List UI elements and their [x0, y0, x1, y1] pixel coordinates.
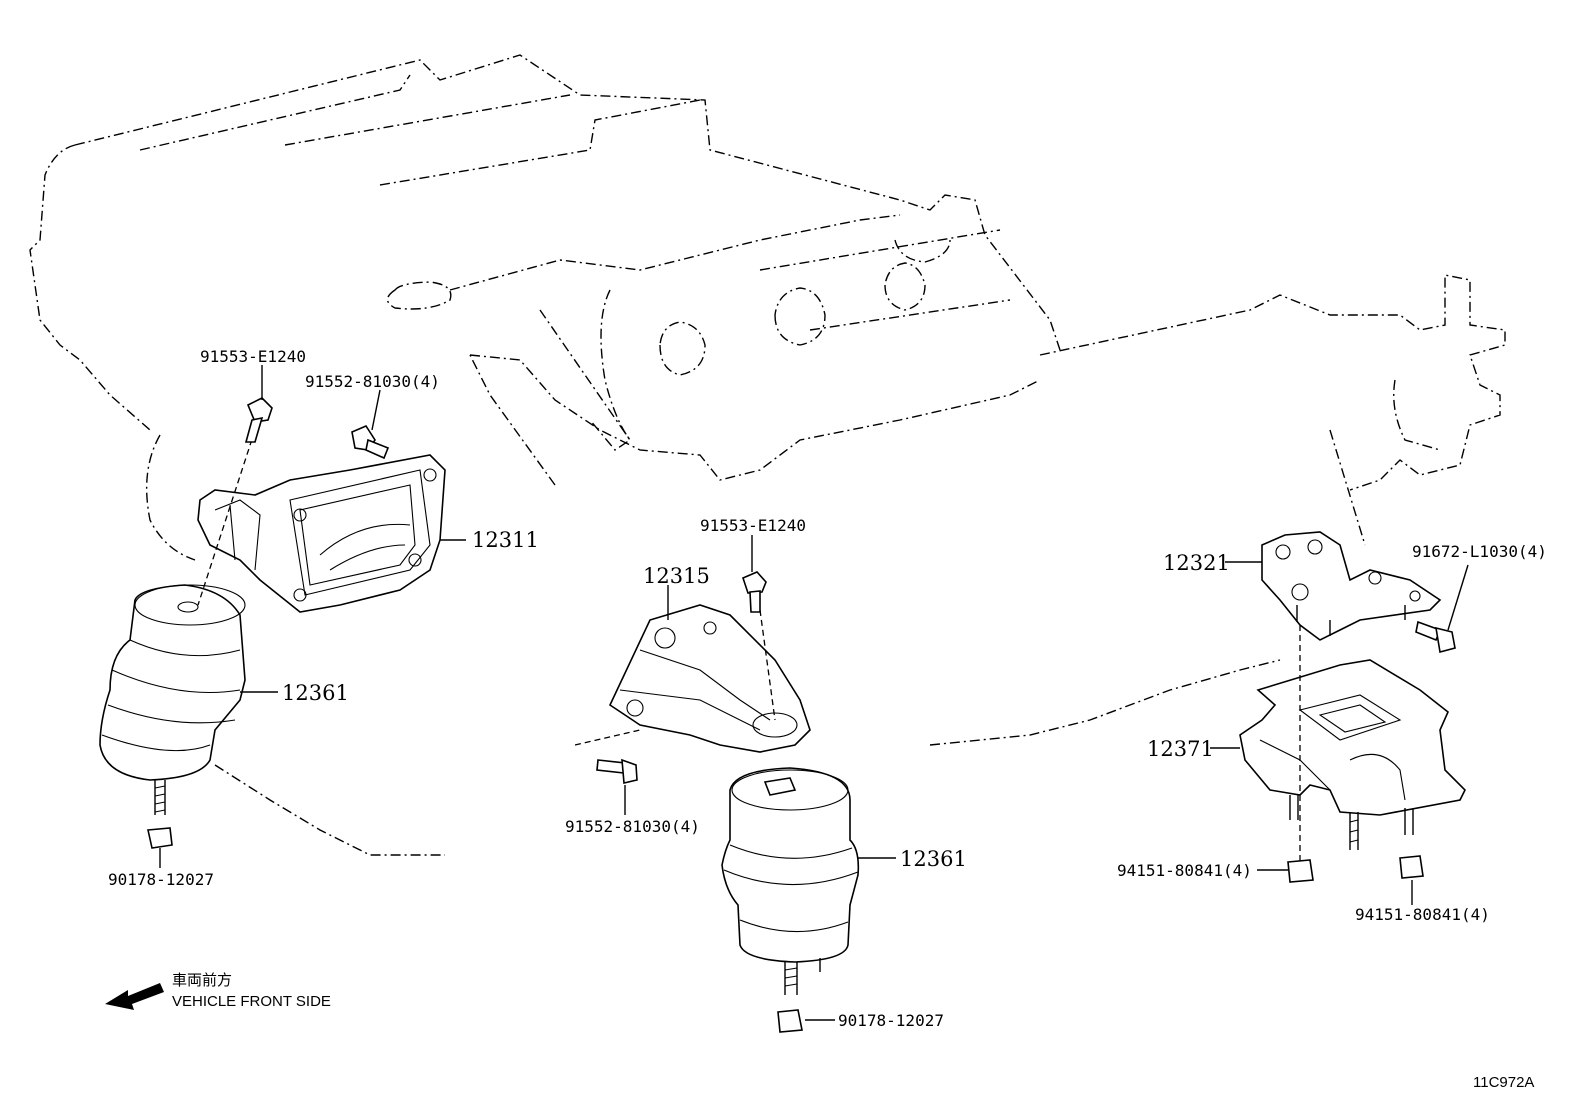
label-bolt-91553-left: 91553-E1240 [200, 347, 306, 366]
label-bolt-91552-left: 91552-81030(4) [305, 372, 440, 391]
engine-outline [29, 54, 1506, 856]
label-bolt-91672: 91672-L1030(4) [1412, 542, 1547, 561]
nut-94151-a [1287, 859, 1314, 883]
nut-94151-b [1399, 855, 1424, 879]
bolt-91672 [1415, 620, 1456, 653]
arrow-left-icon [105, 983, 164, 1010]
engine-mounting-insulator-center [721, 767, 860, 995]
engine-mounting-bracket-front [197, 454, 446, 613]
bolt-91552-left [351, 424, 390, 460]
label-insulator-center: 12361 [900, 847, 967, 871]
alignment-line-center-a [574, 729, 641, 746]
engine-mounting-bracket-rear [1261, 531, 1442, 641]
bolt-91553-center [742, 571, 767, 613]
engine-mounting-insulator-left [99, 584, 246, 815]
bolt-91552-center [596, 758, 638, 784]
nut-90178-center [777, 1009, 803, 1033]
label-bracket-12315: 12315 [643, 564, 710, 588]
label-nut-90178-center: 90178-12027 [838, 1011, 944, 1030]
bolt-91553-left [244, 397, 273, 443]
engine-mounting-member-rear [1239, 659, 1466, 850]
vehicle-front-direction: 車両前方 VEHICLE FRONT SIDE [105, 972, 331, 1010]
label-nut-94151-a: 94151-80841(4) [1117, 861, 1252, 880]
direction-note-japanese: 車両前方 [172, 972, 232, 989]
nut-90178-left [147, 827, 173, 849]
label-nut-90178-left: 90178-12027 [108, 870, 214, 889]
direction-note-english: VEHICLE FRONT SIDE [172, 993, 331, 1010]
label-nut-94151-b: 94151-80841(4) [1355, 905, 1490, 924]
label-bolt-91553-center: 91553-E1240 [700, 516, 806, 535]
label-bolt-91552-center: 91552-81030(4) [565, 817, 700, 836]
alignment-line-center-b [759, 609, 776, 721]
alignment-line-left [197, 429, 256, 606]
leader-lines [159, 365, 1469, 1021]
figure-id: 11C972A [1473, 1074, 1534, 1091]
label-bracket-12311: 12311 [472, 528, 539, 552]
label-member-12371: 12371 [1147, 737, 1214, 761]
engine-mounting-bracket-center [608, 604, 811, 753]
label-insulator-left: 12361 [282, 681, 349, 705]
label-bracket-12321: 12321 [1163, 551, 1230, 575]
